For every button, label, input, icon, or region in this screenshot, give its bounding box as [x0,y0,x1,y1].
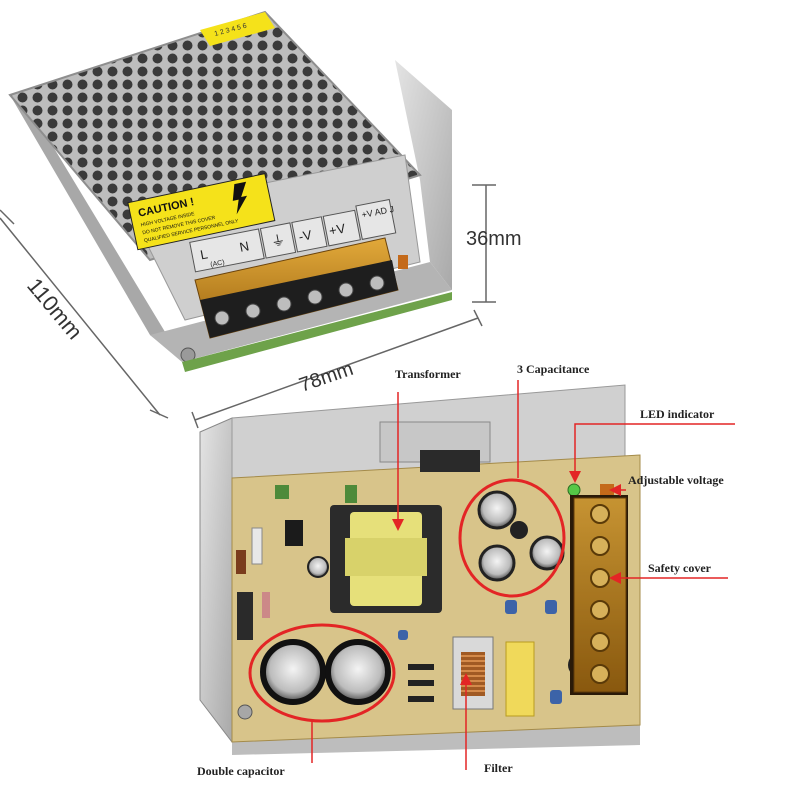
transformer-component [330,505,442,613]
x-capacitor [505,641,535,717]
led-indicator-light [567,483,581,497]
terminal-screw [276,296,292,312]
terminal-label-pos-v: +V [328,221,347,239]
terminal-screw [590,664,610,684]
width-dimension-line [194,317,479,421]
terminal-labels: L N (AC) ⏚ -V +V +V AD J [189,198,397,273]
fuse [251,527,263,565]
callout-safety-cover: Safety cover [648,561,712,575]
terminal-screw [590,600,610,620]
three-capacitors [477,490,565,582]
height-dimension: 36mm [466,184,522,303]
callout-led-indicator: LED indicator [640,407,715,421]
safety-cover-shield [573,497,627,693]
mounting-screw [237,704,253,720]
terminal-screw [590,536,610,556]
open-pcb-view [199,384,641,755]
callouts: Transformer 3 Capacitance LED indicator … [197,362,735,778]
terminal-screw [369,275,385,291]
callout-adjustable-voltage: Adjustable voltage [628,473,724,487]
voltage-adjust-pot [600,484,614,496]
enclosure-side-panel [10,95,182,360]
terminal-label-neg-v: -V [297,227,313,244]
small-component [345,485,357,503]
ceramic-capacitor [505,600,517,614]
terminal-screw [338,282,354,298]
power-supply-enclosure: 1 2 3 4 5 6 CAUTION ! HIGH VOLTAGE INSID… [8,10,452,372]
height-dimension-text: 36mm [466,228,522,250]
callout-led-arrow [569,423,735,483]
double-capacitor-component [260,639,391,705]
callout-capacitance: 3 Capacitance [517,362,590,376]
terminal-label-ground: ⏚ [270,231,287,249]
right-terminal-block [570,495,628,695]
ceramic-capacitor [545,600,557,614]
terminal-screw [307,289,323,305]
terminal-screw [214,310,230,326]
top-sticker [200,12,275,46]
ceramic-capacitor [398,630,408,640]
thermistor [236,550,246,574]
depth-dimension-text: 110mm [22,273,87,344]
callout-filter: Filter [484,761,513,775]
bridge-rectifier [237,592,253,640]
depth-dimension-line [0,217,161,416]
ic-chip [285,520,303,546]
pcb-edge [182,292,452,372]
filter-component [452,636,494,710]
top-terminal-block [194,237,408,339]
resistor [262,592,270,618]
enclosure-right-panel [395,60,452,290]
capacitance-highlight-ring [458,478,566,598]
small-capacitor [307,556,329,578]
small-component [275,485,289,499]
terminal-screw [590,632,610,652]
diode-row [408,664,434,702]
caution-label: CAUTION ! HIGH VOLTAGE INSIDE DO NOT REM… [127,173,276,251]
terminal-label-n: N [238,238,250,255]
lightning-icon [232,181,248,215]
chassis-left-wall [199,417,233,744]
terminal-screw [590,568,610,588]
terminal-ac-note: (AC) [210,259,225,269]
terminal-label-l: L [199,246,209,262]
power-transistor [420,450,480,472]
callout-double-capacitor: Double capacitor [197,764,285,778]
double-capacitor-highlight-ring [248,623,396,723]
adjust-pot [398,255,408,269]
width-dimension-text: 78mm [296,358,356,397]
callout-transformer: Transformer [395,367,461,381]
terminal-screw [590,504,610,524]
terminal-screw [245,303,261,319]
ceramic-capacitor [550,690,562,704]
